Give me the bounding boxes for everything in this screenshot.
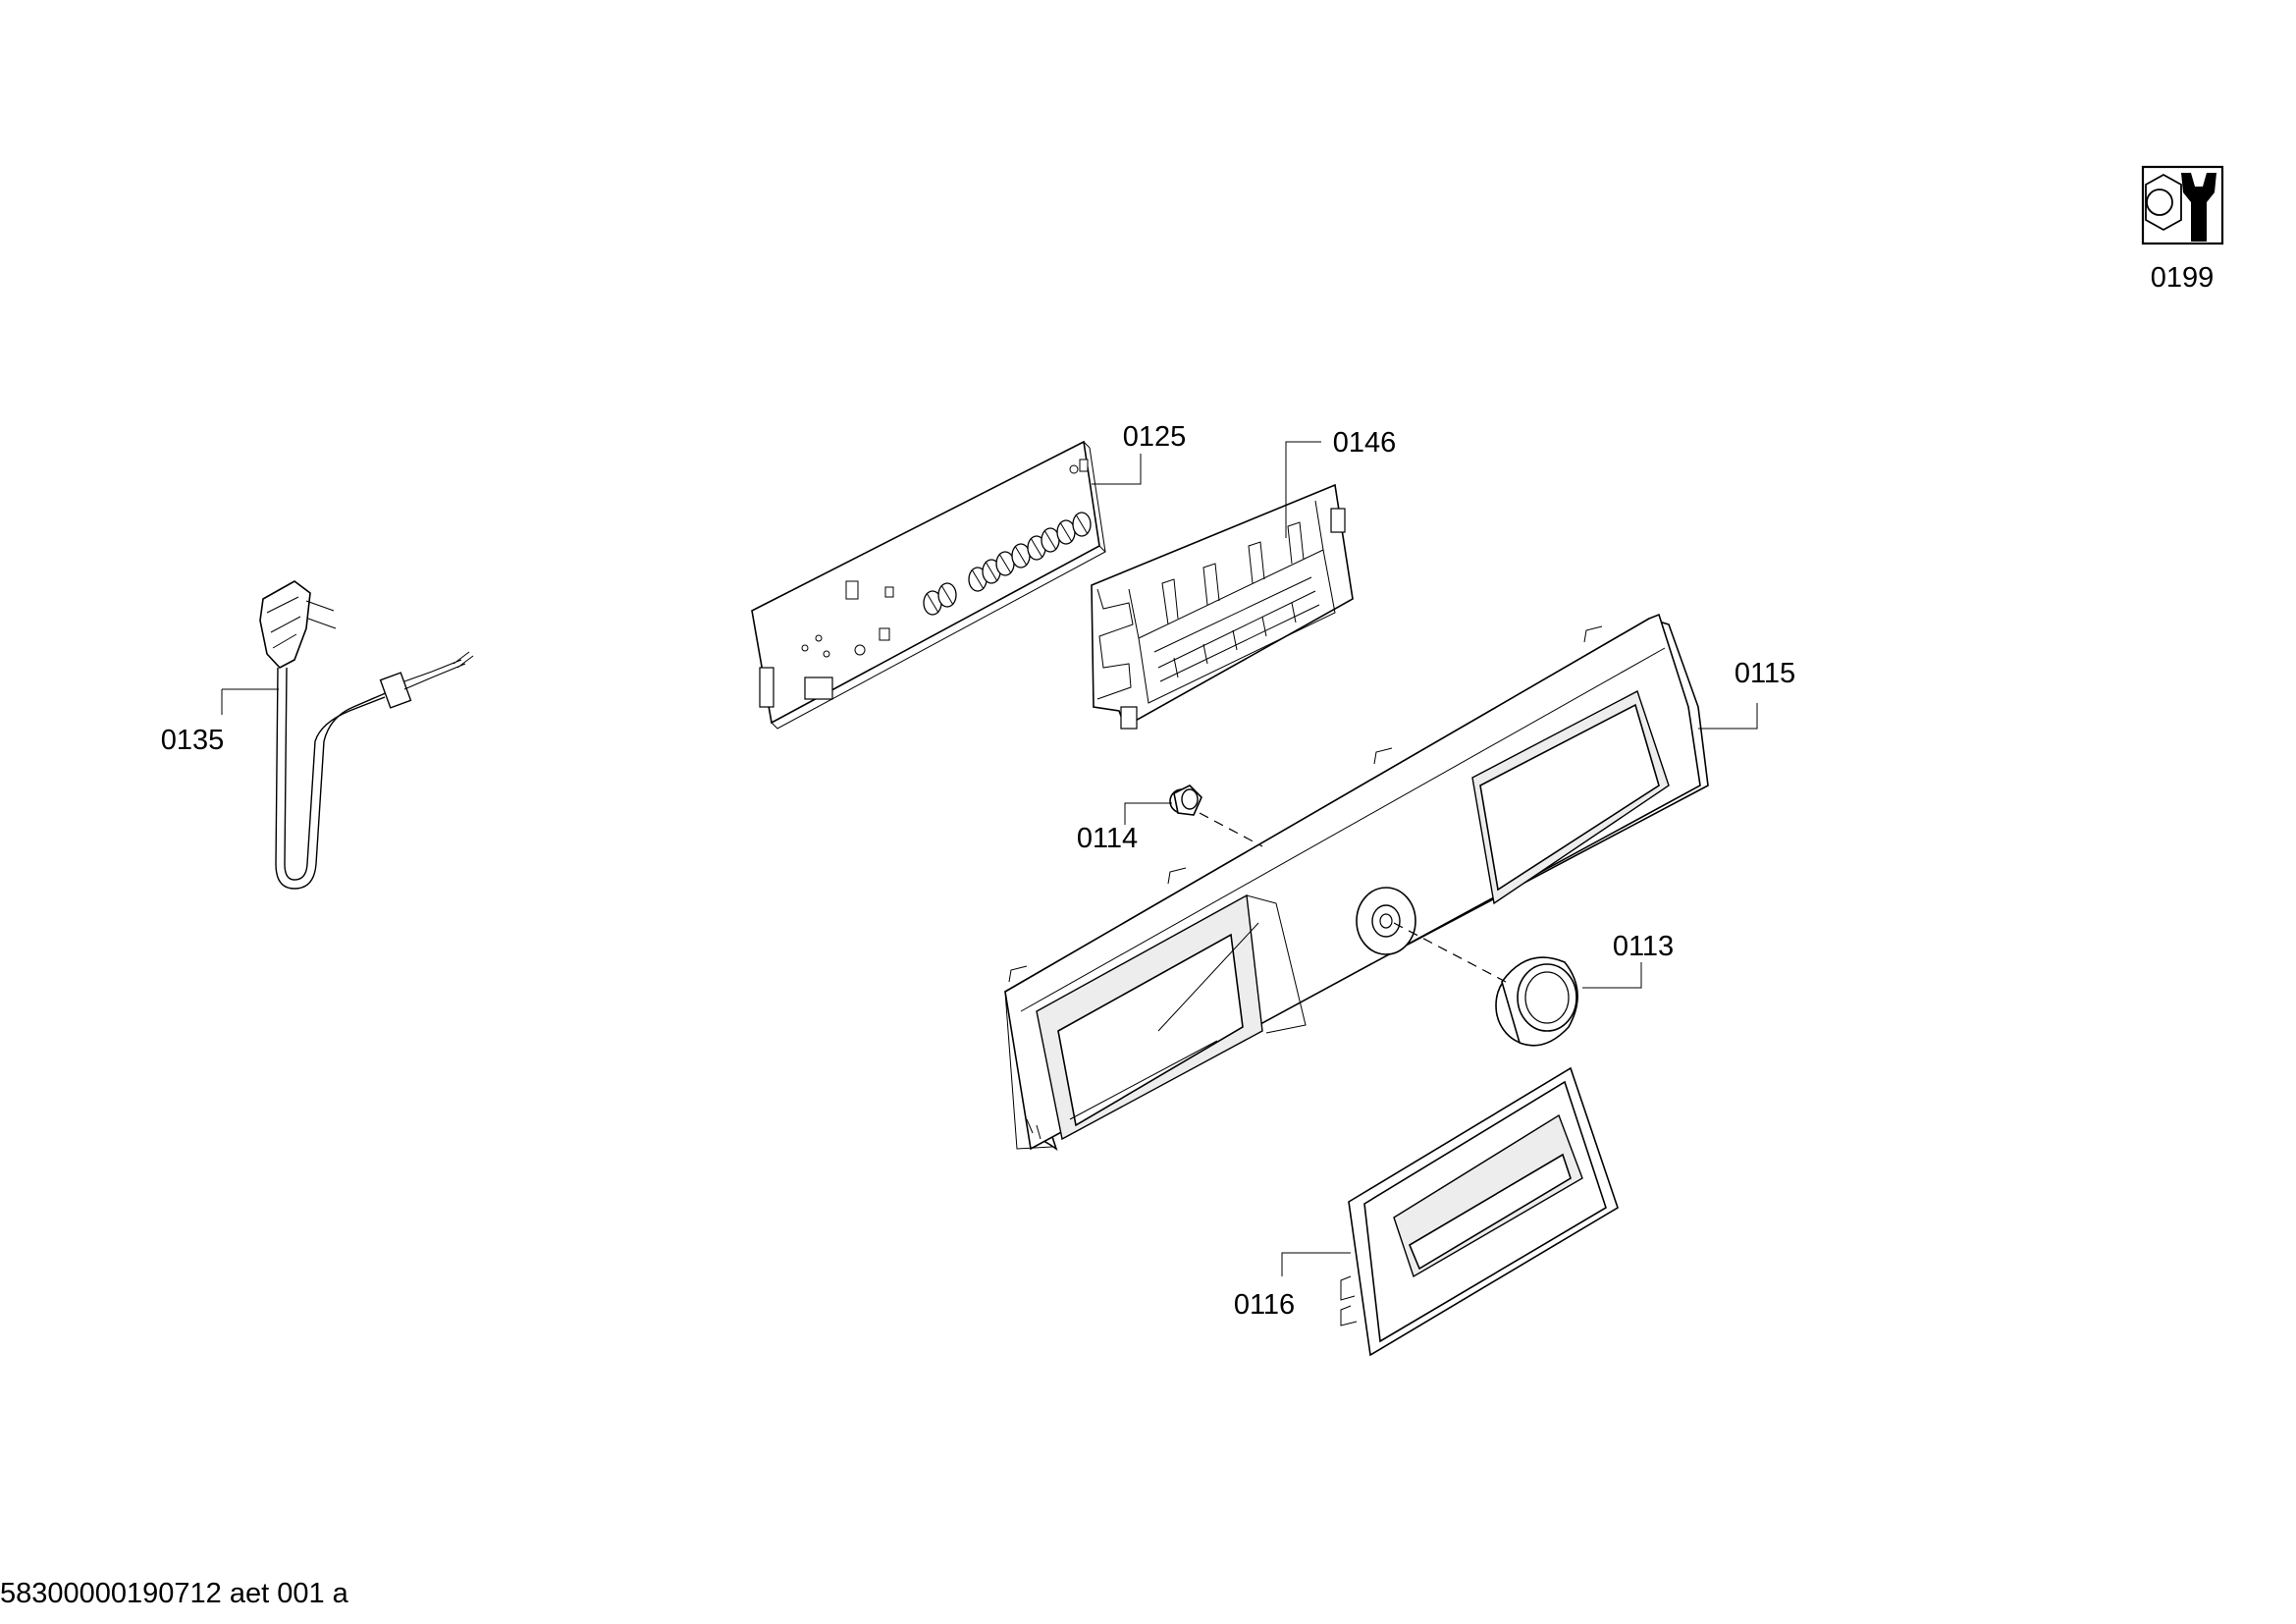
button-holder-part	[1091, 483, 1354, 730]
control-board-part	[751, 440, 1106, 730]
drawer-handle-part	[1340, 1066, 1619, 1357]
fascia-panel-part	[1004, 613, 1709, 1151]
leader-0125	[1092, 454, 1142, 485]
label-0125: 0125	[1123, 421, 1187, 453]
leader-0116	[1281, 1252, 1351, 1276]
wrench-nut-icon	[2141, 165, 2224, 245]
leader-0113	[1582, 962, 1642, 989]
label-0116: 0116	[1234, 1289, 1295, 1321]
label-0135: 0135	[161, 725, 225, 756]
button-part	[1169, 785, 1202, 816]
power-cord-part	[259, 580, 474, 890]
assembly-line-0114	[1199, 812, 1263, 847]
encoder-row	[923, 512, 1092, 616]
assembly-line-0113	[1393, 922, 1507, 983]
label-0114: 0114	[1077, 823, 1138, 854]
leader-0114	[1124, 802, 1172, 825]
label-0146: 0146	[1333, 427, 1397, 459]
leader-0146	[1285, 441, 1321, 538]
label-0199: 0199	[2151, 262, 2215, 294]
drawing-id: 58300000190712 aet 001 a	[0, 1578, 349, 1609]
label-0113: 0113	[1613, 931, 1674, 962]
leader-0115	[1698, 703, 1758, 730]
label-0115: 0115	[1735, 658, 1795, 689]
knob-part	[1495, 956, 1578, 1047]
